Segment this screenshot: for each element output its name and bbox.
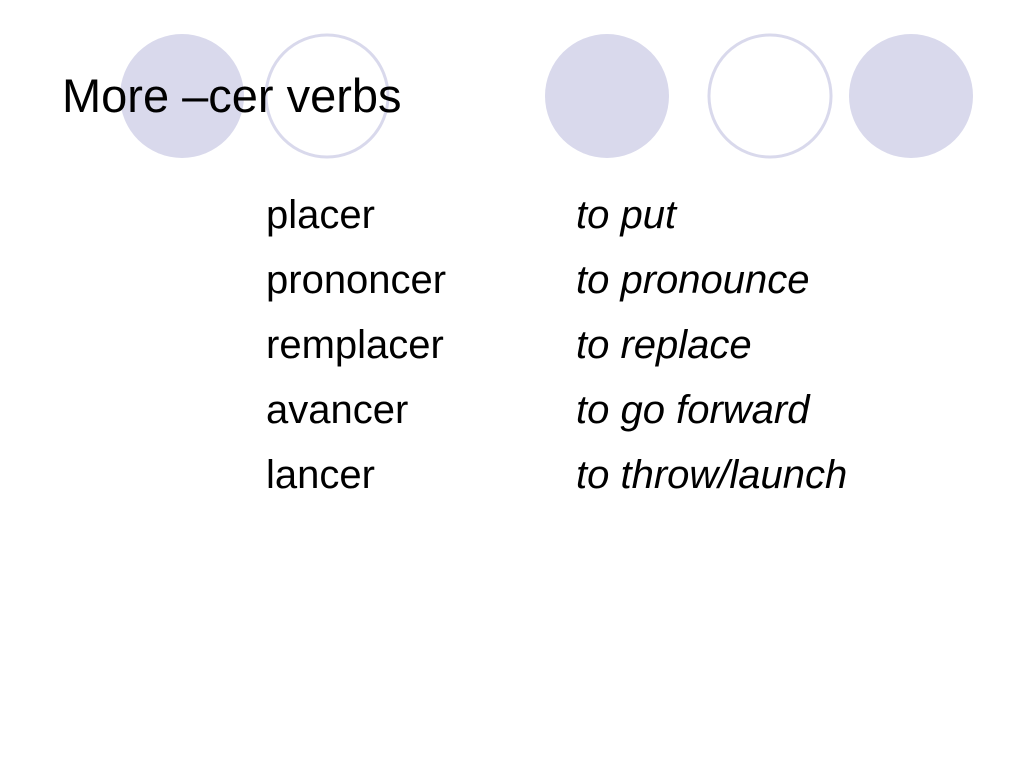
- filled-circle-1: [120, 34, 244, 158]
- english-translation: to throw/launch: [576, 453, 848, 497]
- english-translation: to put: [576, 193, 677, 237]
- filled-circle-3: [849, 34, 973, 158]
- french-verb: lancer: [266, 453, 375, 497]
- english-translation: to pronounce: [576, 258, 810, 302]
- french-verb: prononcer: [266, 258, 447, 302]
- filled-circle-2: [545, 34, 669, 158]
- english-translation: to go forward: [576, 388, 810, 432]
- french-verb: remplacer: [266, 323, 444, 367]
- outline-circle-2: [707, 33, 833, 159]
- verb-row: avancer to go forward: [266, 378, 847, 443]
- verb-row: placer to put: [266, 183, 847, 248]
- verb-row: lancer to throw/launch: [266, 443, 847, 508]
- verb-list: placer to put prononcer to pronounce rem…: [266, 183, 847, 508]
- verb-row: remplacer to replace: [266, 313, 847, 378]
- french-verb: avancer: [266, 388, 409, 432]
- french-verb: placer: [266, 193, 375, 237]
- slide-title: More –cer verbs: [62, 69, 402, 122]
- decorative-circles: [120, 33, 973, 159]
- verb-row: prononcer to pronounce: [266, 248, 847, 313]
- outline-circle-1: [264, 33, 390, 159]
- english-translation: to replace: [576, 323, 752, 367]
